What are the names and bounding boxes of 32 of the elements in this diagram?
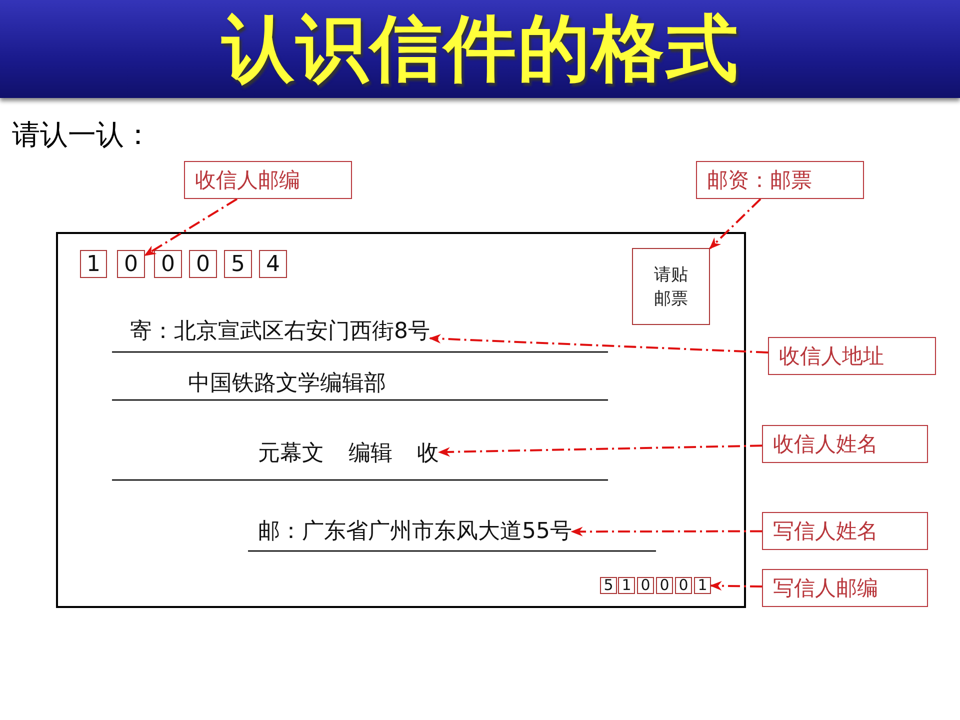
- stamp-box: 请贴邮票: [632, 248, 710, 325]
- arrow: [438, 444, 762, 457]
- arrow: [428, 334, 768, 354]
- arrow: [570, 526, 762, 536]
- postcode-digit-box: 0: [154, 250, 182, 278]
- postcode-digit-box: 1: [618, 577, 635, 594]
- callout-label: 收信人地址: [768, 337, 936, 375]
- address-text: 邮：广东省广州市东风大道55号: [258, 516, 572, 548]
- callout-label: 写信人邮编: [762, 569, 928, 607]
- title: 认识信件的格式: [222, 6, 740, 90]
- postcode-digit-box: 0: [637, 577, 654, 594]
- callout-label: 写信人姓名: [762, 512, 928, 550]
- arrow: [144, 198, 238, 256]
- arrow: [709, 198, 762, 250]
- arrow: [710, 581, 762, 591]
- address-text: 寄：北京宣武区右安门西街8号: [130, 316, 430, 348]
- postcode-digit-box: 5: [224, 250, 252, 278]
- callout-label: 收信人邮编: [184, 161, 352, 199]
- postcode-digit-box: 0: [675, 577, 692, 594]
- prompt-text: 请认一认：: [12, 117, 152, 153]
- postcode-digit-box: 1: [694, 577, 711, 594]
- callout-label: 邮资：邮票: [696, 161, 864, 199]
- callout-label: 收信人姓名: [762, 425, 928, 463]
- envelope-outline: [56, 232, 746, 608]
- postcode-digit-box: 0: [117, 250, 145, 278]
- postcode-digit-box: 1: [80, 250, 107, 278]
- postcode-digit-box: 5: [600, 577, 617, 594]
- address-text: 中国铁路文学编辑部: [188, 368, 386, 400]
- postcode-digit-box: 4: [259, 250, 287, 278]
- name-text: 元幕文 编辑 收: [258, 438, 440, 470]
- postcode-digit-box: 0: [656, 577, 673, 594]
- postcode-digit-box: 0: [189, 250, 217, 278]
